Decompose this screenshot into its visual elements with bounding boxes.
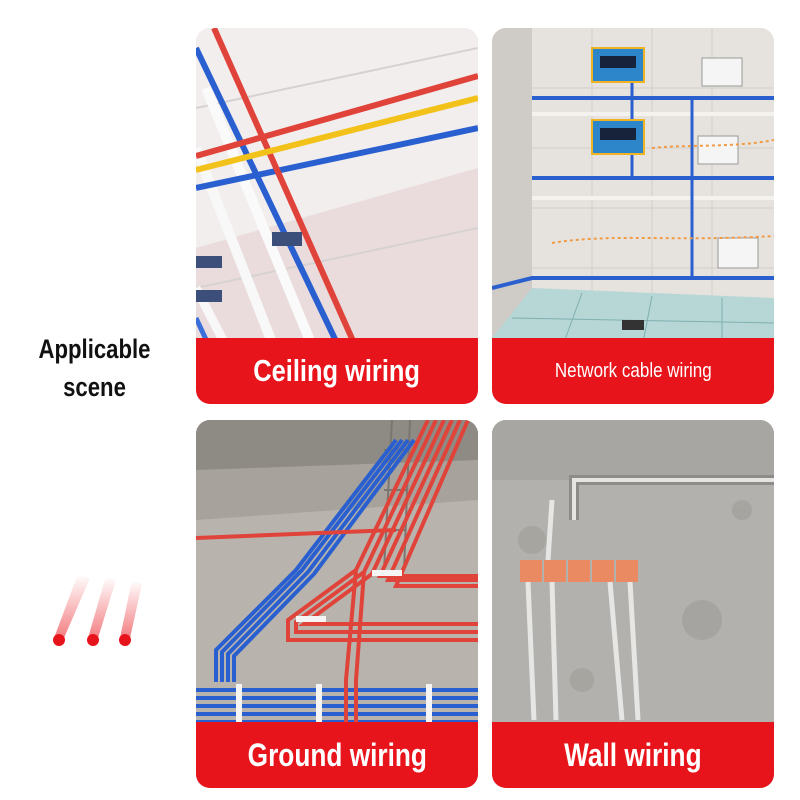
ground-wiring-banner: Ground wiring [196, 722, 478, 788]
wall-wiring-card: Wall wiring [492, 420, 774, 788]
wall-wiring-label: Wall wiring [564, 736, 702, 773]
section-title-line-1: Applicable [38, 334, 151, 364]
decorative-dots-icon [53, 574, 142, 646]
wall-wiring-banner: Wall wiring [492, 722, 774, 788]
ground-wiring-label: Ground wiring [247, 736, 427, 773]
section-title-line-2: scene [63, 372, 126, 402]
ground-wiring-card: Ground wiring [196, 420, 478, 788]
ceiling-wiring-card: Ceiling wiring [196, 28, 478, 404]
network-cable-wiring-banner: Network cable wiring [492, 338, 774, 404]
ceiling-wiring-banner: Ceiling wiring [196, 338, 478, 404]
network-cable-wiring-card: Network cable wiring [492, 28, 774, 404]
ceiling-wiring-label: Ceiling wiring [253, 353, 421, 388]
network-cable-wiring-label: Network cable wiring [554, 359, 712, 382]
section-title: Applicable scene [35, 330, 154, 406]
